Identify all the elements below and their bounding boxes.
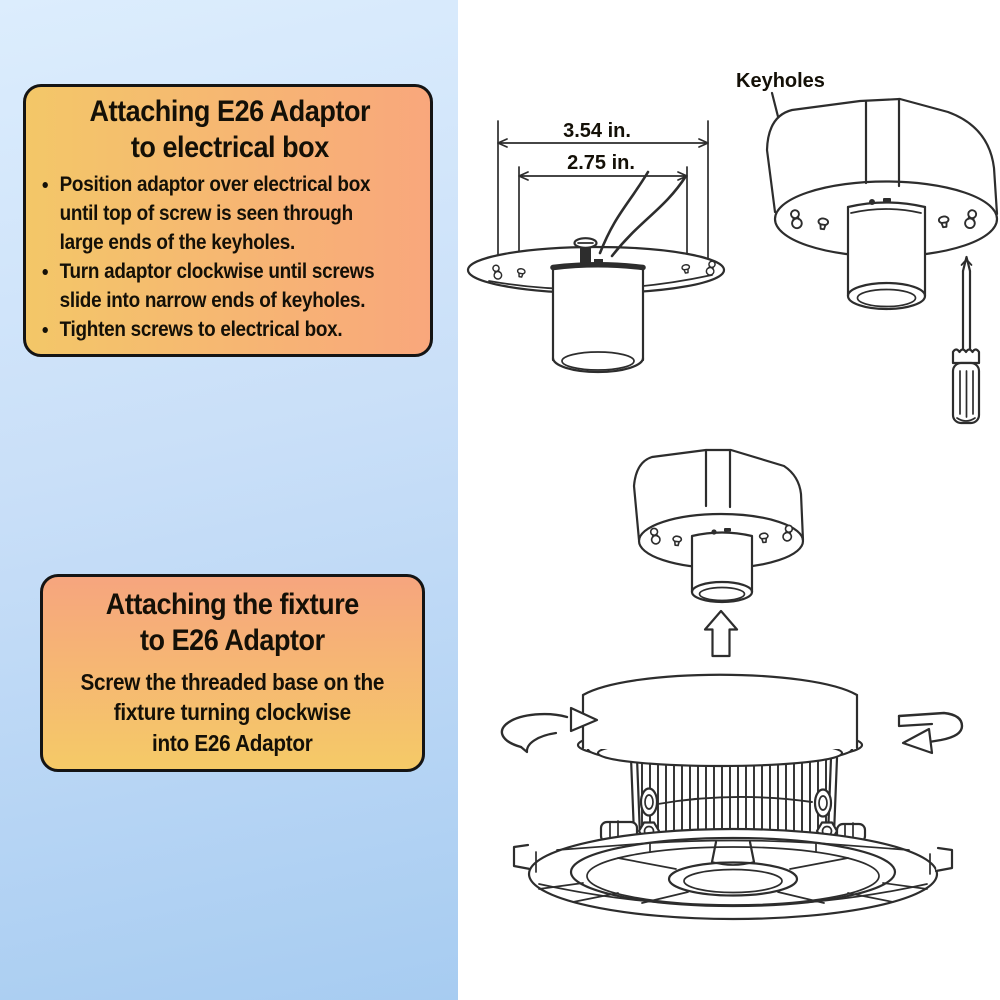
bullet-line: until top of screw is seen through (59, 201, 354, 225)
card2-title-line2: to E26 Adaptor (139, 624, 325, 657)
bullet-line: Turn adaptor clockwise until screws (59, 259, 375, 283)
instruction-card-attach-fixture: Attaching the fixture to E26 Adaptor Scr… (40, 574, 425, 772)
card2-body-line2: fixture turning clockwise (113, 699, 351, 726)
card1-title: Attaching E26 Adaptor to electrical box (38, 94, 422, 166)
bullet-line: slide into narrow ends of keyholes. (59, 288, 366, 312)
background-right-panel (458, 0, 1000, 1000)
card1-bullet-list: Position adaptor over electrical box unt… (38, 171, 422, 345)
card2-body: Screw the threaded base on the fixture t… (51, 667, 414, 758)
card2-title: Attaching the fixture to E26 Adaptor (51, 587, 414, 659)
bullet-line: large ends of the keyholes. (59, 230, 296, 254)
card2-title-line1: Attaching the fixture (105, 588, 360, 621)
card1-title-line2: to electrical box (130, 131, 329, 164)
card2-body-line3: into E26 Adaptor (152, 729, 313, 756)
bullet-line: Tighten screws to electrical box. (59, 317, 343, 341)
bullet-item: Tighten screws to electrical box. (60, 316, 422, 345)
bullet-line: Position adaptor over electrical box (59, 173, 371, 196)
card1-title-line1: Attaching E26 Adaptor (89, 95, 371, 128)
bullet-item: Turn adaptor clockwise until screws slid… (60, 258, 422, 316)
bullet-item: Position adaptor over electrical box unt… (60, 171, 422, 258)
card2-body-line1: Screw the threaded base on the (80, 669, 385, 695)
instruction-card-attach-adaptor: Attaching E26 Adaptor to electrical box … (23, 84, 433, 357)
